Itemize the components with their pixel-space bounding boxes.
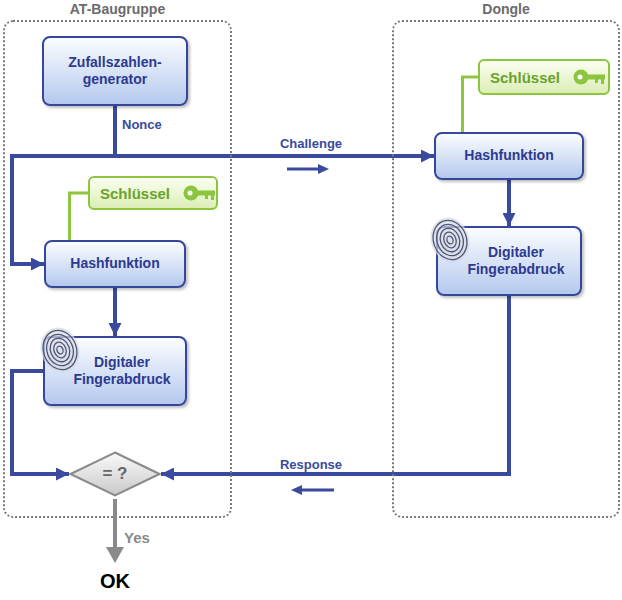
- connector: [113, 288, 117, 336]
- node-label: Schlüssel: [100, 185, 170, 202]
- connector: [115, 106, 434, 156]
- group-heading: AT-Baugruppe: [5, 1, 230, 17]
- key-box: Schlüssel: [88, 176, 218, 210]
- result-label: OK: [100, 570, 130, 593]
- fingerprint-box: Digitaler Fingerabdruck: [43, 336, 187, 406]
- challenge-direction-arrow: [287, 164, 329, 174]
- direction-line: [300, 489, 334, 492]
- connector: [463, 77, 479, 132]
- connector-label: Response: [280, 457, 342, 472]
- node-label: Hashfunktion: [464, 147, 553, 165]
- connector-label: Challenge: [280, 136, 342, 151]
- node-label: Zufallszahlen- generator: [52, 54, 178, 89]
- node-label: Digitaler Fingerabdruck: [460, 244, 572, 279]
- direction-head: [318, 164, 329, 174]
- key-box: Schlüssel: [478, 59, 610, 95]
- process-box: Zufallszahlen- generator: [42, 36, 188, 106]
- connector: [70, 193, 88, 240]
- decision-diamond: = ?: [69, 451, 161, 497]
- response-direction-arrow: [291, 485, 334, 495]
- node-label: Schlüssel: [490, 69, 560, 86]
- direction-line: [287, 168, 320, 171]
- fingerprint-box: Digitaler Fingerabdruck: [436, 226, 582, 296]
- branch-label: Yes: [124, 529, 150, 546]
- assembly-group: AT-BaugruppeZufallszahlen- generatorSchl…: [3, 20, 232, 518]
- direction-head: [291, 485, 302, 495]
- process-box: Hashfunktion: [434, 132, 584, 180]
- connector: [507, 180, 511, 226]
- yes-arrow-head: [106, 547, 124, 563]
- yes-arrow-line: [113, 499, 117, 549]
- dongle-group: DongleSchlüsselHashfunktionDigitaler Fin…: [392, 20, 620, 518]
- diamond-shape: [71, 453, 160, 496]
- node-label: Digitaler Fingerabdruck: [67, 354, 177, 389]
- yes-arrow: [106, 499, 124, 563]
- node-label: = ?: [102, 464, 127, 484]
- group-heading: Dongle: [394, 1, 618, 17]
- process-box: Hashfunktion: [44, 240, 186, 288]
- connector: [161, 296, 509, 474]
- connector-label: Nonce: [122, 117, 162, 132]
- node-label: Hashfunktion: [70, 255, 159, 273]
